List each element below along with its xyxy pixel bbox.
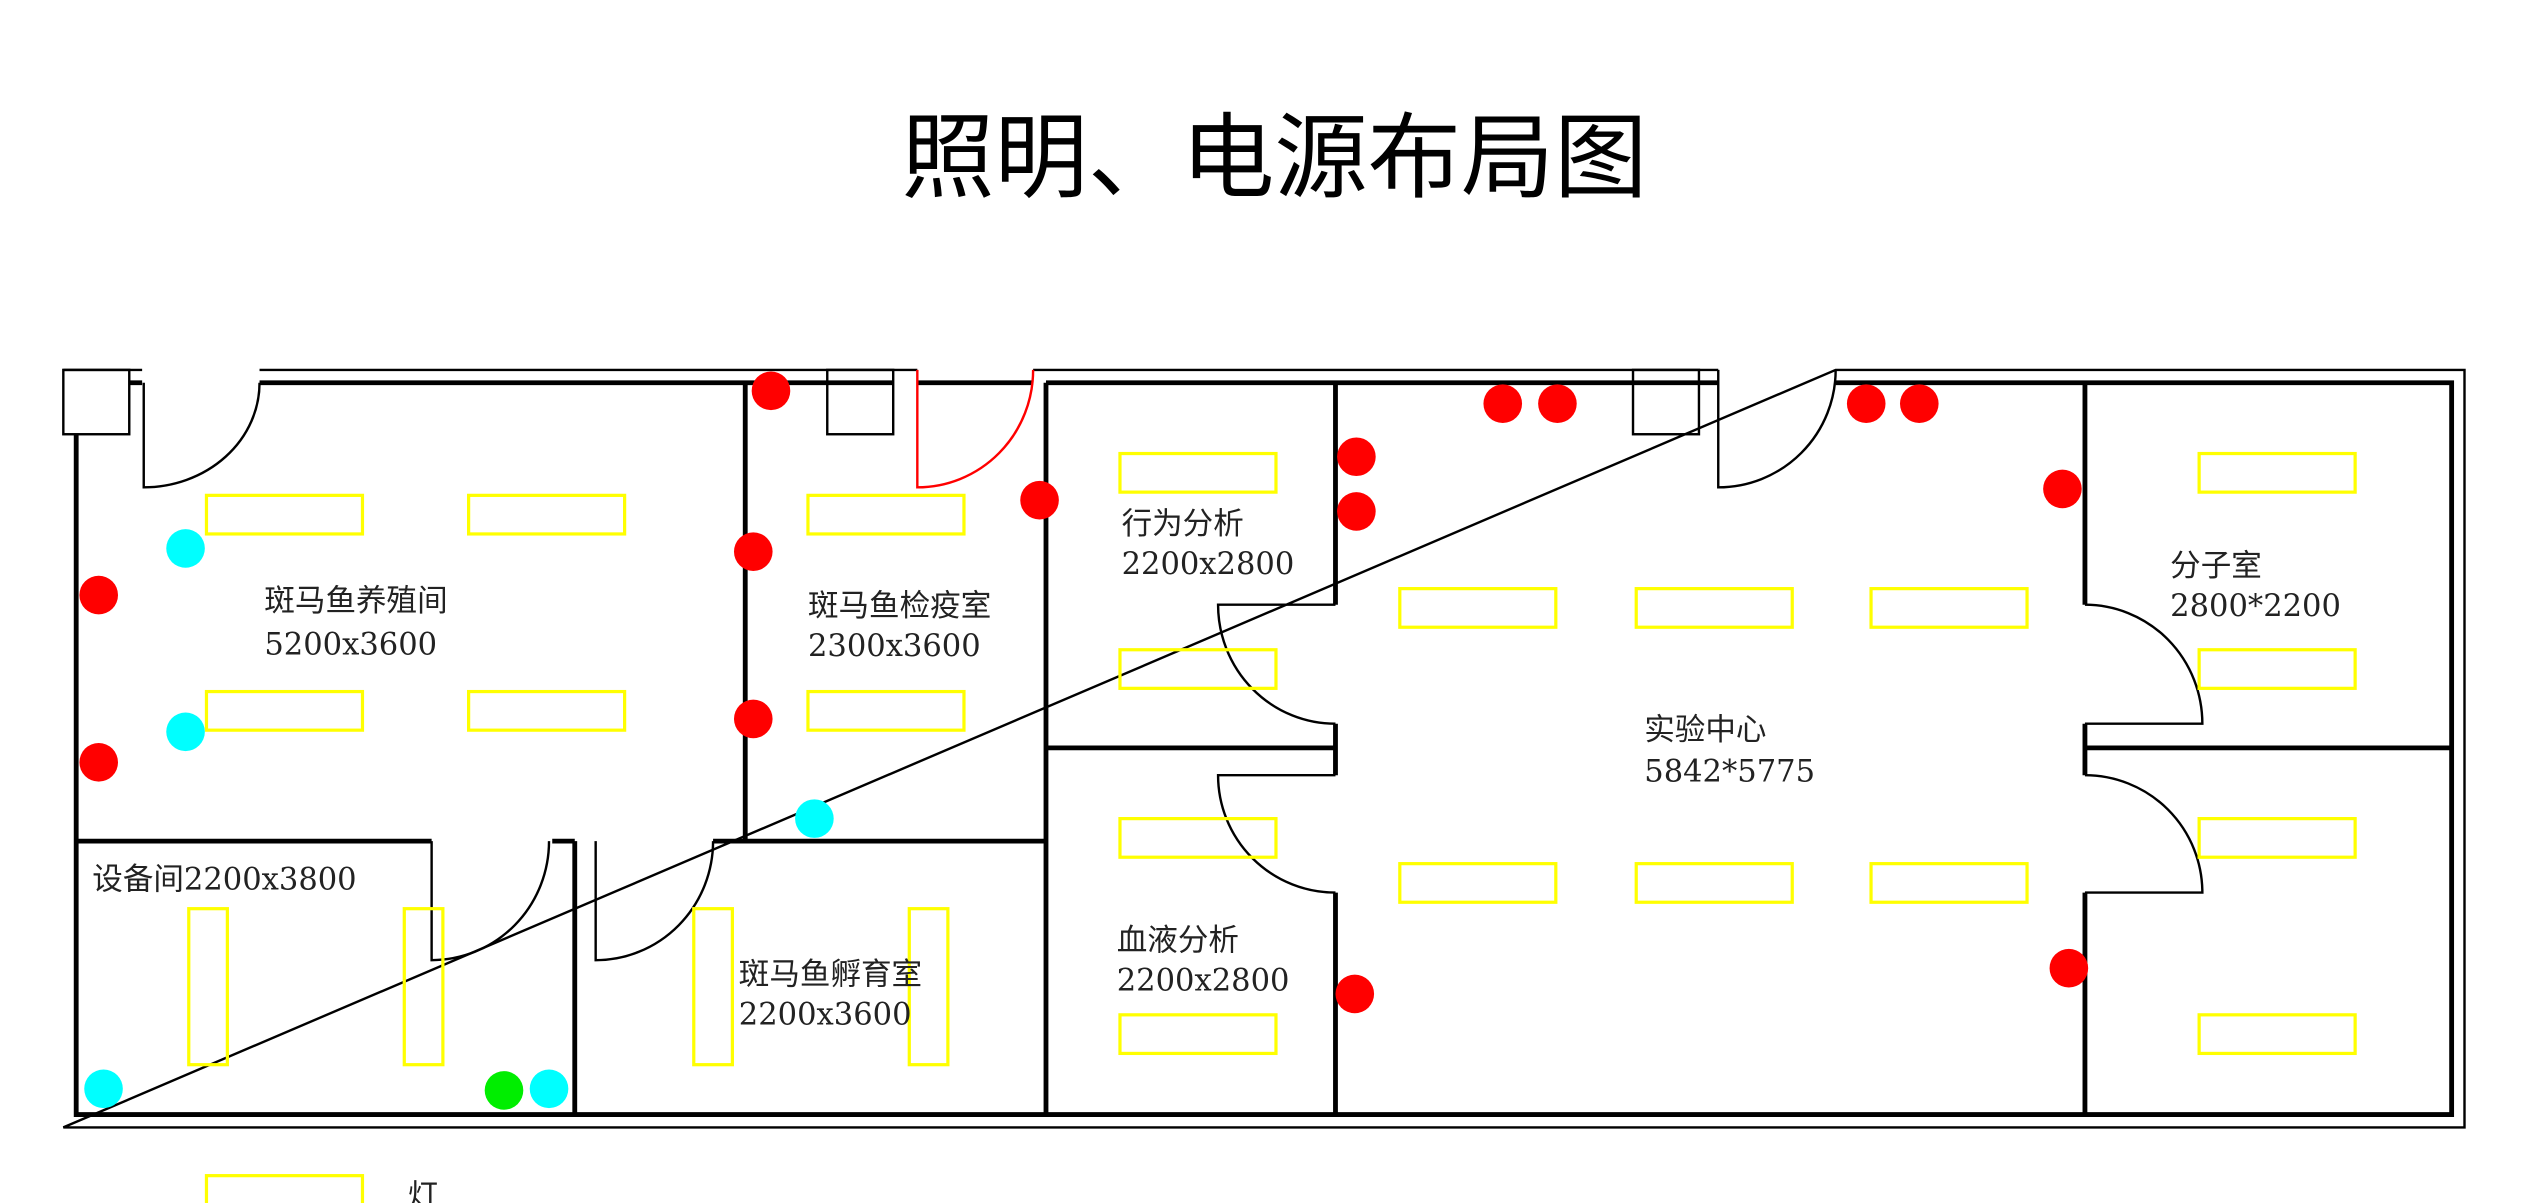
room-size: 2200x2800 — [1122, 547, 1295, 582]
lamp-icon — [1634, 587, 1794, 629]
red-socket-icon — [1538, 384, 1577, 423]
lamp-icon — [402, 907, 445, 1067]
red-socket-icon — [1337, 437, 1376, 477]
sockets — [79, 371, 2089, 1110]
lamp-icon — [2197, 451, 2357, 494]
room-labels: 斑马鱼养殖间 5200x3600 斑马鱼检疫室 2300x3600 行为分析 2… — [92, 507, 2341, 1033]
lamp-icon — [204, 493, 365, 536]
room-name: 血液分析 — [1117, 923, 1239, 958]
room-name: 设备间2200x3800 — [92, 862, 356, 897]
red-socket-icon — [1020, 480, 1059, 520]
lamp-icon — [1118, 648, 1278, 690]
room-size: 5842*5775 — [1644, 755, 1815, 790]
lamp-icon — [187, 907, 229, 1067]
cyan-socket-icon — [795, 799, 834, 838]
red-socket-icon — [1846, 384, 1886, 423]
red-socket-icon — [1337, 492, 1376, 531]
door-molecular — [2084, 603, 2204, 725]
lamp-icon — [1118, 1013, 1278, 1056]
lamp-icon — [1869, 587, 2029, 629]
green-socket-icon — [484, 1071, 524, 1110]
cyan-socket-icon — [166, 529, 205, 568]
legend: 灯 — [204, 1174, 438, 1203]
lamp-icon — [2197, 817, 2357, 859]
walls — [62, 368, 2466, 1129]
room-size: 5200x3600 — [264, 628, 437, 663]
red-socket-icon — [79, 575, 119, 615]
red-socket-icon — [1335, 974, 1375, 1014]
lamp-icon — [1118, 451, 1278, 494]
lamp-icon — [204, 689, 365, 732]
lamp-icon — [1398, 587, 1558, 629]
red-socket-icon — [2043, 469, 2082, 509]
lamp-icon — [806, 493, 966, 536]
red-socket-icon — [733, 532, 773, 571]
lamp-icon — [2197, 648, 2357, 690]
door-breeding-room — [142, 382, 261, 489]
lamp-icon — [692, 907, 734, 1067]
room-name: 行为分析 — [1122, 507, 1244, 542]
door-equipment — [430, 841, 551, 962]
red-socket-icon — [751, 371, 791, 411]
red-socket-icon — [2049, 948, 2089, 988]
lamps — [187, 451, 2357, 1067]
room-name: 实验中心 — [1644, 713, 1766, 748]
room-size: 2200x3600 — [739, 997, 912, 1032]
lamp-icon — [467, 493, 627, 536]
legend-lamp-icon — [204, 1174, 365, 1203]
room-name: 斑马鱼养殖间 — [264, 584, 447, 619]
lamp-icon — [467, 689, 627, 732]
door-quarantine-room — [916, 369, 1035, 489]
lamp-icon — [1118, 817, 1278, 859]
lamp-icon — [1634, 862, 1794, 904]
room-size: 2300x3600 — [808, 629, 981, 664]
lamp-icon — [2197, 1013, 2357, 1056]
page-title: 照明、电源布局图 — [901, 103, 1647, 212]
door-molecular-2 — [2084, 773, 2204, 894]
cyan-socket-icon — [529, 1069, 569, 1109]
red-socket-icon — [79, 743, 119, 782]
door-blood — [1216, 773, 1336, 894]
room-size: 2800*2200 — [2170, 589, 2341, 624]
lamp-icon — [1398, 862, 1558, 904]
room-size: 2200x2800 — [1117, 964, 1290, 999]
red-socket-icon — [1899, 384, 1939, 423]
room-name: 斑马鱼孵育室 — [739, 957, 922, 992]
lamp-icon — [907, 907, 950, 1067]
cyan-socket-icon — [84, 1069, 123, 1109]
red-socket-icon — [733, 699, 773, 739]
room-name: 分子室 — [2170, 549, 2262, 584]
room-name: 斑马鱼检疫室 — [808, 589, 991, 624]
lamp-icon — [806, 689, 966, 732]
door-hatchery — [594, 841, 715, 962]
door-behavior — [1216, 603, 1336, 725]
doors — [142, 369, 2204, 962]
door-lab-center — [1717, 369, 1837, 489]
legend-lamp-label: 灯 — [407, 1179, 438, 1203]
red-socket-icon — [1483, 384, 1523, 423]
lamp-icon — [1869, 862, 2029, 904]
cyan-socket-icon — [166, 712, 205, 752]
